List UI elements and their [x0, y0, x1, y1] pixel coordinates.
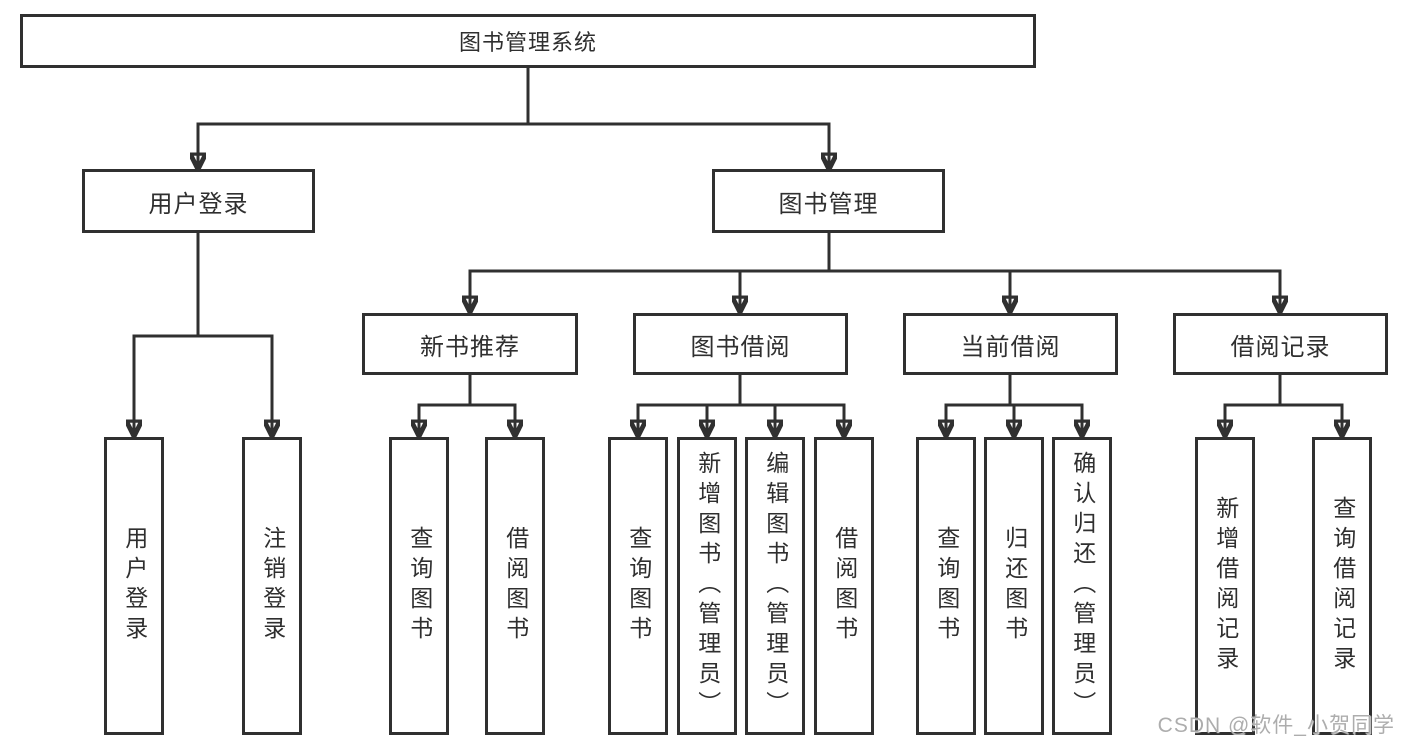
leaf-borrow-book-recommend: 借阅图书: [485, 437, 545, 735]
node-current-borrow: 当前借阅: [903, 313, 1118, 375]
connector-borrow-record: [1225, 373, 1342, 434]
leaf-query-book-current: 查询图书: [916, 437, 976, 735]
connector-current-borrow: [946, 373, 1082, 434]
leaf-label: 查询图书: [625, 526, 652, 646]
node-book-management: 图书管理: [712, 169, 945, 233]
leaf-add-book-admin: 新增图书（管理员）: [677, 437, 737, 735]
leaf-label: 确认归还（管理员）: [1069, 451, 1096, 721]
leaf-label: 查询图书: [406, 526, 433, 646]
leaf-label: 新增图书（管理员）: [694, 451, 721, 721]
node-book-borrow: 图书借阅: [633, 313, 848, 375]
leaf-label: 查询图书: [933, 526, 960, 646]
leaf-label: 借阅图书: [502, 526, 529, 646]
node-label: 图书管理系统: [458, 30, 597, 55]
node-label: 新书推荐: [420, 333, 520, 361]
leaf-user-login: 用户登录: [104, 437, 164, 735]
leaf-label: 用户登录: [121, 526, 148, 646]
connector-root: [198, 66, 829, 167]
leaf-label: 查询借阅记录: [1329, 496, 1356, 676]
leaf-borrow-book: 借阅图书: [814, 437, 874, 735]
leaf-label: 注销登录: [259, 526, 286, 646]
leaf-label: 新增借阅记录: [1212, 496, 1239, 676]
connector-book-management: [470, 231, 1280, 310]
leaf-edit-book-admin: 编辑图书（管理员）: [745, 437, 805, 735]
connector-book-borrow: [638, 373, 844, 434]
leaf-label: 编辑图书（管理员）: [762, 451, 789, 721]
node-label: 图书管理: [778, 190, 879, 218]
node-label: 当前借阅: [960, 333, 1061, 361]
leaf-add-borrow-record: 新增借阅记录: [1195, 437, 1255, 735]
leaf-return-book: 归还图书: [984, 437, 1044, 735]
node-label: 图书借阅: [690, 333, 791, 361]
leaf-query-book-borrow: 查询图书: [608, 437, 668, 735]
node-label: 用户登录: [148, 190, 249, 218]
node-user-login: 用户登录: [82, 169, 315, 233]
leaf-confirm-return-admin: 确认归还（管理员）: [1052, 437, 1112, 735]
connector-new-book-recommend: [419, 373, 515, 434]
leaf-query-book-recommend: 查询图书: [389, 437, 449, 735]
leaf-label: 归还图书: [1001, 526, 1028, 646]
node-borrow-record: 借阅记录: [1173, 313, 1388, 375]
node-new-book-recommend: 新书推荐: [362, 313, 578, 375]
leaf-logout: 注销登录: [242, 437, 302, 735]
leaf-label: 借阅图书: [831, 526, 858, 646]
node-label: 借阅记录: [1230, 333, 1331, 361]
watermark: CSDN @软件_小贺同学: [1157, 714, 1395, 737]
node-root: 图书管理系统: [20, 14, 1036, 68]
connector-user-login: [134, 231, 272, 434]
leaf-query-borrow-record: 查询借阅记录: [1312, 437, 1372, 735]
